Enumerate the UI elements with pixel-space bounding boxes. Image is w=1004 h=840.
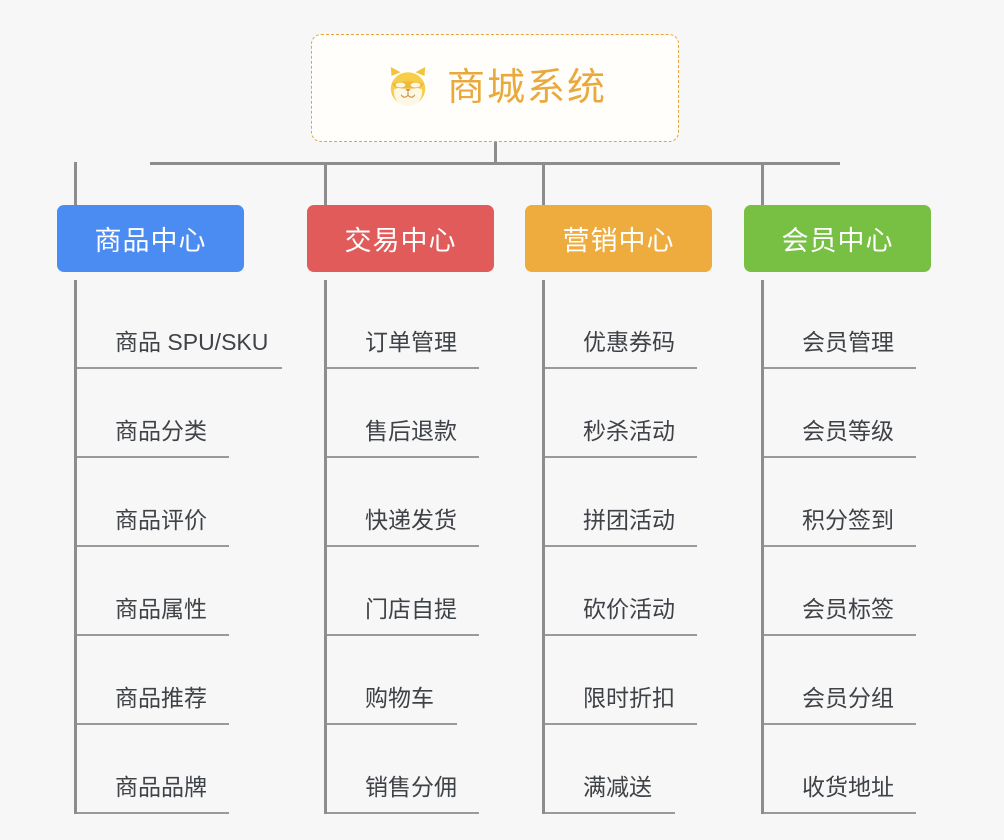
leaf-item[interactable]: 销售分佣: [327, 725, 479, 814]
leaf-item-label: 会员分组: [802, 685, 894, 712]
shiba-dog-face-icon: [383, 64, 433, 112]
drop-connector-trade-center: [324, 162, 327, 206]
leaf-item[interactable]: 会员等级: [764, 369, 916, 458]
leaf-item[interactable]: 秒杀活动: [545, 369, 697, 458]
leaf-item[interactable]: 商品分类: [77, 369, 229, 458]
leaf-item-label: 拼团活动: [583, 507, 675, 534]
category-label: 会员中心: [781, 226, 894, 256]
leaf-column-member-center: 会员管理会员等级积分签到会员标签会员分组收货地址: [761, 280, 916, 814]
leaf-item-label: 订单管理: [365, 329, 457, 356]
category-box-member-center[interactable]: 会员中心: [744, 205, 931, 272]
leaf-item-label: 收货地址: [802, 774, 894, 801]
leaf-item[interactable]: 商品推荐: [77, 636, 229, 725]
leaf-item[interactable]: 收货地址: [764, 725, 916, 814]
leaf-item-label: 秒杀活动: [583, 418, 675, 445]
leaf-item-label: 门店自提: [365, 596, 457, 623]
category-box-marketing-center[interactable]: 营销中心: [525, 205, 712, 272]
category-label: 商品中心: [94, 226, 207, 256]
leaf-item-label: 限时折扣: [583, 685, 675, 712]
category-label: 营销中心: [562, 226, 675, 256]
leaf-item-label: 商品分类: [115, 418, 207, 445]
leaf-item[interactable]: 订单管理: [327, 280, 479, 369]
leaf-item-label: 会员管理: [802, 329, 894, 356]
leaf-item[interactable]: 限时折扣: [545, 636, 697, 725]
leaf-item-label: 积分签到: [802, 507, 894, 534]
leaf-item[interactable]: 满减送: [545, 725, 675, 814]
leaf-item-label: 销售分佣: [365, 774, 457, 801]
leaf-item[interactable]: 优惠券码: [545, 280, 697, 369]
leaf-item[interactable]: 拼团活动: [545, 458, 697, 547]
leaf-item[interactable]: 积分签到: [764, 458, 916, 547]
leaf-item-label: 商品品牌: [115, 774, 207, 801]
horizontal-connector-bar: [150, 162, 840, 165]
leaf-item-label: 商品评价: [115, 507, 207, 534]
leaf-item[interactable]: 售后退款: [327, 369, 479, 458]
leaf-item-label: 会员标签: [802, 596, 894, 623]
leaf-item-label: 满减送: [583, 774, 652, 801]
root-node[interactable]: 商城系统: [311, 34, 679, 142]
leaf-item-label: 售后退款: [365, 418, 457, 445]
leaf-item[interactable]: 商品属性: [77, 547, 229, 636]
leaf-item[interactable]: 会员分组: [764, 636, 916, 725]
leaf-item-label: 商品属性: [115, 596, 207, 623]
leaf-item[interactable]: 会员标签: [764, 547, 916, 636]
category-box-product-center[interactable]: 商品中心: [57, 205, 244, 272]
leaf-item[interactable]: 砍价活动: [545, 547, 697, 636]
leaf-item-label: 购物车: [365, 685, 434, 712]
leaf-column-product-center: 商品 SPU/SKU 商品分类商品评价商品属性商品推荐商品品牌: [74, 280, 282, 814]
leaf-item-label: 会员等级: [802, 418, 894, 445]
leaf-item-label: 砍价活动: [583, 596, 675, 623]
leaf-column-marketing-center: 优惠券码秒杀活动拼团活动砍价活动限时折扣满减送: [542, 280, 697, 814]
leaf-item-label: 商品 SPU/SKU: [115, 329, 269, 356]
leaf-item[interactable]: 商品评价: [77, 458, 229, 547]
leaf-item-label: 优惠券码: [583, 329, 675, 356]
leaf-item[interactable]: 会员管理: [764, 280, 916, 369]
leaf-item[interactable]: 快递发货: [327, 458, 479, 547]
leaf-item[interactable]: 商品品牌: [77, 725, 229, 814]
drop-connector-marketing-center: [542, 162, 545, 206]
leaf-item[interactable]: 商品 SPU/SKU: [77, 280, 282, 369]
drop-connector-member-center: [761, 162, 764, 206]
leaf-item[interactable]: 门店自提: [327, 547, 479, 636]
drop-connector-product-center: [74, 162, 77, 206]
root-title: 商城系统: [446, 67, 607, 109]
leaf-item-label: 快递发货: [365, 507, 457, 534]
leaf-column-trade-center: 订单管理售后退款快递发货门店自提购物车销售分佣: [324, 280, 479, 814]
leaf-item[interactable]: 购物车: [327, 636, 457, 725]
root-stem-connector: [494, 142, 497, 164]
category-label: 交易中心: [344, 226, 457, 256]
category-box-trade-center[interactable]: 交易中心: [307, 205, 494, 272]
leaf-item-label: 商品推荐: [115, 685, 207, 712]
